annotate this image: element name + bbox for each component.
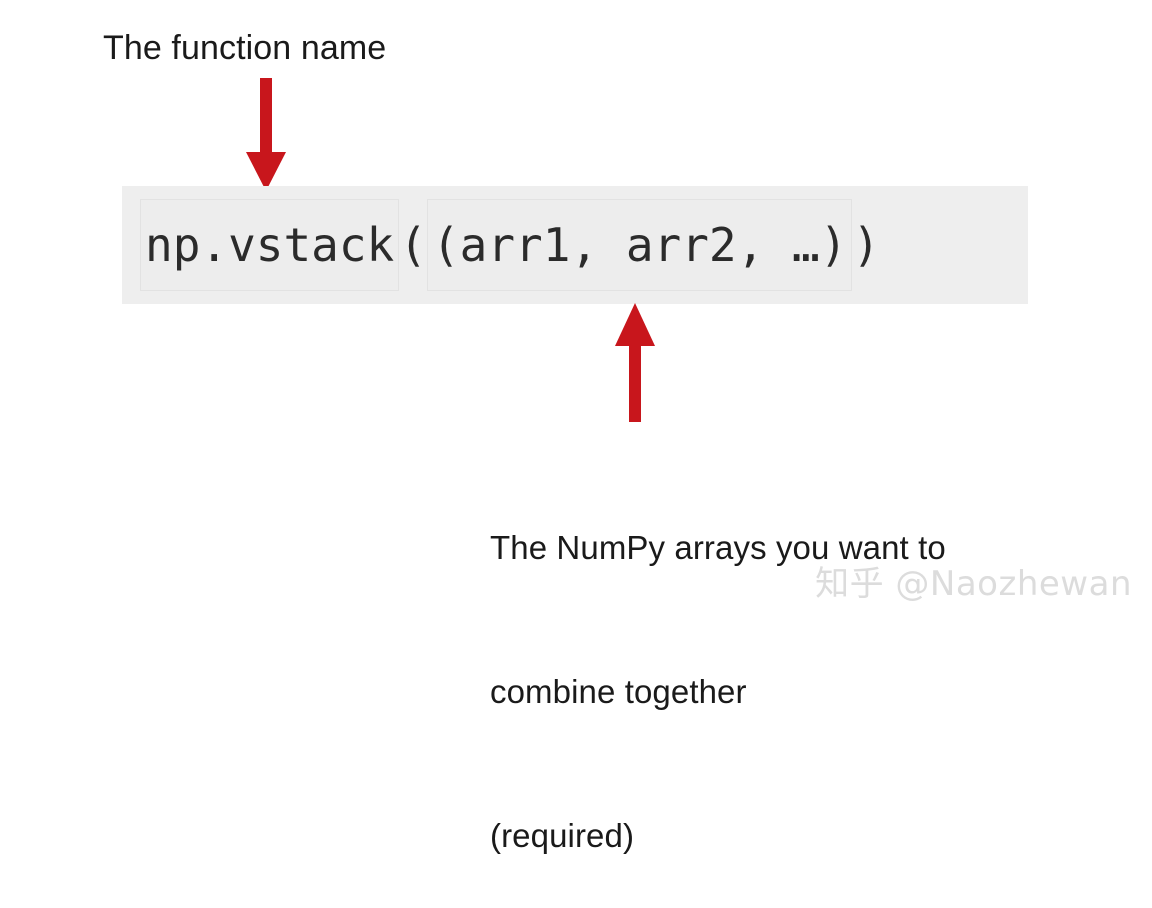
- code-segment-arguments-tuple: (arr1, arr2, …): [426, 199, 853, 291]
- bottom-annotation-line-3: (required): [490, 817, 635, 854]
- code-segment-function-name: np.vstack: [140, 199, 400, 291]
- arrow-up-icon: [615, 303, 655, 422]
- code-segment-open-paren: (: [399, 218, 427, 272]
- watermark: 知乎 @Naozhewan: [815, 564, 1132, 604]
- code-segment-close-paren: ): [852, 218, 881, 272]
- code-line: np.vstack ( (arr1, arr2, …) ): [122, 186, 1028, 304]
- top-annotation-label: The function name: [103, 29, 387, 67]
- code-block: np.vstack ( (arr1, arr2, …) ): [122, 186, 1028, 304]
- bottom-annotation-line-1: The NumPy arrays you want to: [490, 529, 946, 566]
- bottom-annotation-line-2: combine together: [490, 673, 747, 710]
- arrow-down-icon: [246, 78, 286, 191]
- bottom-annotation-label: The NumPy arrays you want to combine tog…: [490, 428, 946, 908]
